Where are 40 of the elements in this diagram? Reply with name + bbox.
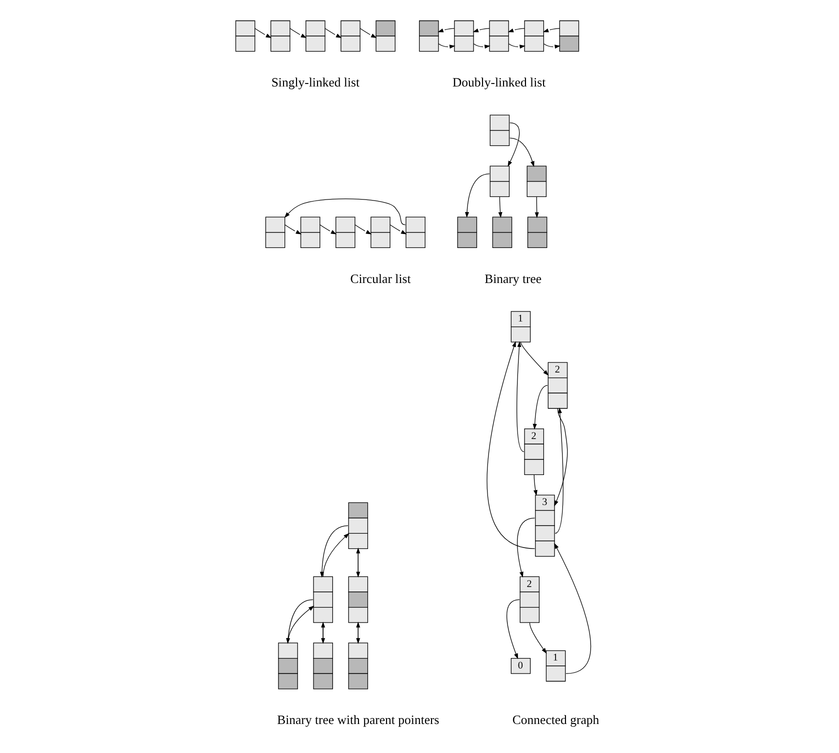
label: Binary tree with parent pointers: [276, 712, 439, 727]
arrow: [354, 224, 372, 234]
arrow: [472, 43, 490, 49]
arrow: [472, 28, 490, 32]
arrow: [506, 599, 520, 660]
label: Connected graph: [512, 712, 599, 727]
arrow: [509, 138, 534, 167]
arrow: [319, 224, 336, 234]
arrow: [254, 28, 272, 38]
arrow: [498, 196, 502, 218]
arrow: [507, 122, 520, 167]
arrow: [534, 196, 538, 218]
arrow: [289, 28, 306, 38]
arrow: [520, 342, 548, 376]
arrow: [438, 43, 455, 49]
arrow: [389, 224, 406, 234]
arrow: [287, 606, 314, 644]
arrow: [542, 28, 560, 32]
label: Circular list: [350, 272, 410, 286]
arrow: [532, 385, 548, 430]
arrow: [516, 341, 524, 452]
arrow: [322, 533, 349, 578]
label: Doubly-linked list: [452, 75, 546, 90]
arrow: [437, 28, 454, 32]
arrow: [284, 198, 406, 226]
arrow: [359, 28, 376, 38]
arrow: [554, 408, 568, 506]
arrow: [284, 224, 302, 234]
arrow: [507, 28, 524, 32]
arrow: [324, 28, 342, 38]
arrow: [508, 43, 525, 49]
label: Singly-linked list: [270, 75, 360, 90]
label: Binary tree: [484, 272, 542, 286]
arrow: [486, 341, 535, 549]
arrow: [516, 518, 535, 578]
arrow: [542, 43, 560, 49]
arrow: [554, 407, 563, 534]
arrow: [528, 622, 546, 654]
arrow: [464, 173, 490, 218]
arrow: [532, 474, 537, 496]
